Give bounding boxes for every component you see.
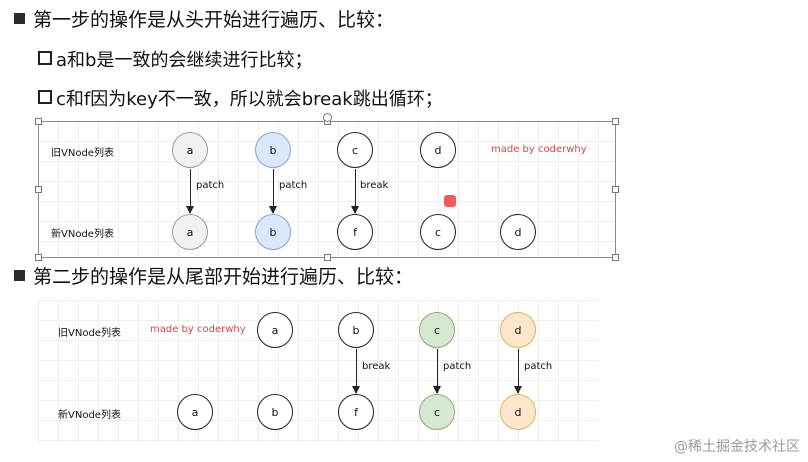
- resize-handle-tr[interactable]: [612, 118, 619, 125]
- break-label: break: [360, 180, 389, 191]
- cursor-marker-icon: [444, 195, 456, 207]
- patch-arrow-c: [433, 349, 441, 394]
- diagram-step1[interactable]: 旧VNode列表 新VNode列表 made by coderwhy a b c…: [38, 121, 616, 258]
- step1-bullet-2-text: c和f因为key不一致，所以就会break跳出循环；: [56, 89, 443, 110]
- new-node-c[interactable]: c: [420, 214, 456, 250]
- patch-arrow-b: [269, 169, 277, 214]
- new-node-b[interactable]: b: [257, 394, 293, 430]
- step1-bullet-1-text: a和b是一致的会继续进行比较；: [56, 50, 313, 71]
- break-arrow-b-f: [352, 349, 360, 394]
- break-label: break: [362, 361, 391, 372]
- made-by-text: made by coderwhy: [491, 144, 587, 155]
- resize-handle-ml[interactable]: [35, 186, 42, 193]
- step1-heading: 第一步的操作是从头开始进行遍历、比较：: [14, 8, 394, 32]
- step1-bullet-1: a和b是一致的会继续进行比较；: [38, 49, 312, 73]
- patch-label-2: patch: [279, 180, 308, 191]
- new-vnode-label: 新VNode列表: [51, 229, 114, 240]
- old-node-b[interactable]: b: [338, 312, 374, 348]
- resize-handle-tl[interactable]: [35, 118, 42, 125]
- step1-bullet-2: c和f因为key不一致，所以就会break跳出循环；: [38, 88, 443, 112]
- hollow-square-bullet-icon: [38, 51, 52, 65]
- watermark: @稀土掘金技术社区: [674, 439, 800, 455]
- old-node-c[interactable]: c: [337, 132, 373, 168]
- new-node-f[interactable]: f: [338, 394, 374, 430]
- resize-handle-mr[interactable]: [612, 186, 619, 193]
- old-node-a[interactable]: a: [257, 312, 293, 348]
- patch-label-1: patch: [196, 180, 225, 191]
- old-node-d[interactable]: d: [420, 132, 456, 168]
- old-node-c[interactable]: c: [419, 312, 455, 348]
- step2-heading: 第二步的操作是从尾部开始进行遍历、比较：: [14, 265, 413, 289]
- step1-heading-text: 第一步的操作是从头开始进行遍历、比较：: [33, 9, 395, 31]
- resize-handle-br[interactable]: [612, 254, 619, 261]
- new-vnode-label: 新VNode列表: [58, 410, 121, 421]
- resize-handle-bc[interactable]: [324, 254, 331, 261]
- new-node-f[interactable]: f: [337, 214, 373, 250]
- old-vnode-label: 旧VNode列表: [58, 328, 121, 339]
- old-node-d[interactable]: d: [500, 312, 536, 348]
- patch-arrow-d: [514, 349, 522, 394]
- new-node-a[interactable]: a: [172, 214, 208, 250]
- new-node-a[interactable]: a: [177, 394, 213, 430]
- new-node-d[interactable]: d: [500, 394, 536, 430]
- square-bullet-icon: [14, 13, 25, 24]
- old-vnode-label: 旧VNode列表: [51, 148, 114, 159]
- made-by-text: made by coderwhy: [150, 324, 246, 335]
- new-node-b[interactable]: b: [255, 214, 291, 250]
- resize-handle-bl[interactable]: [35, 254, 42, 261]
- patch-label-1: patch: [443, 361, 472, 372]
- break-arrow-c-f: [351, 169, 359, 214]
- old-node-a[interactable]: a: [172, 132, 208, 168]
- old-node-b[interactable]: b: [255, 132, 291, 168]
- square-bullet-icon: [14, 270, 25, 281]
- step2-heading-text: 第二步的操作是从尾部开始进行遍历、比较：: [33, 266, 414, 288]
- patch-label-2: patch: [524, 361, 553, 372]
- patch-arrow-a: [186, 169, 194, 214]
- new-node-c[interactable]: c: [419, 394, 455, 430]
- hollow-square-bullet-icon: [38, 90, 52, 104]
- new-node-d[interactable]: d: [500, 214, 536, 250]
- rotate-handle-icon[interactable]: [323, 113, 332, 122]
- diagram-step2[interactable]: 旧VNode列表 新VNode列表 made by coderwhy a b c…: [38, 300, 598, 442]
